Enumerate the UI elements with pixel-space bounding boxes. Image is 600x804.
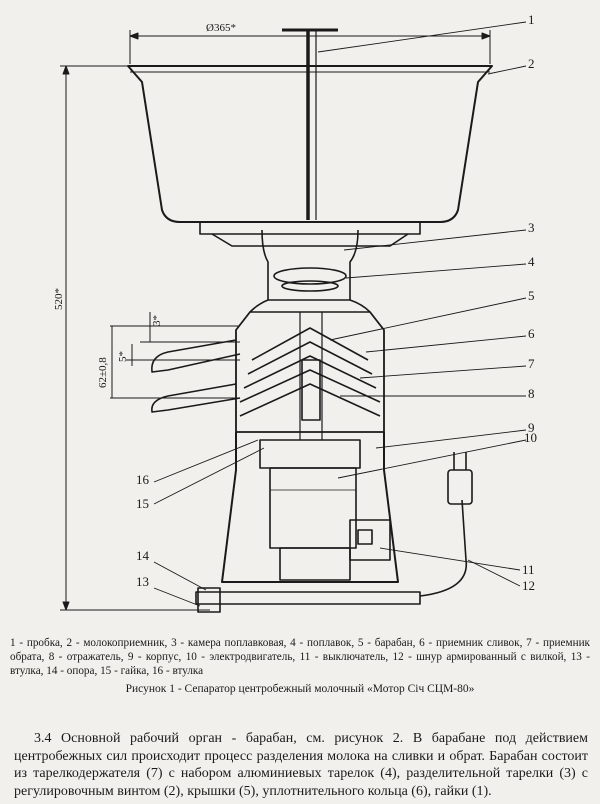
part-label-10: 10: [524, 430, 537, 445]
spouts: [151, 339, 241, 413]
milk-receiver-bowl: [127, 65, 493, 247]
separator-drawing: Ø365* 520* 3* 5* 62±0,8 1 2 3 4 5 6 7 8 …: [53, 12, 537, 613]
electric-motor: [259, 439, 361, 581]
power-cord: [419, 452, 473, 597]
diameter-label: Ø365*: [206, 22, 236, 34]
switch: [349, 519, 391, 561]
part-label-5: 5: [528, 288, 535, 303]
part-label-12: 12: [522, 578, 535, 593]
base: [195, 587, 421, 613]
housing: [221, 432, 399, 583]
float-chamber: [249, 229, 371, 313]
drum-assembly: [235, 311, 385, 440]
figure-title: Рисунок 1 - Сепаратор центробежный молоч…: [125, 683, 475, 695]
part-label-16: 16: [136, 472, 150, 487]
part-label-14: 14: [136, 548, 150, 563]
spacing-label: 62±0,8: [97, 357, 109, 388]
gap-top-label: 3*: [151, 315, 163, 326]
part-label-13: 13: [136, 574, 149, 589]
leader-lines: [153, 21, 527, 607]
figure-legend: 1 - пробка, 2 - молокоприемник, 3 - каме…: [10, 637, 590, 677]
part-label-3: 3: [528, 220, 535, 235]
part-label-1: 1: [528, 12, 535, 27]
height-dimension: [60, 65, 210, 611]
part-label-9: 9: [528, 420, 535, 435]
part-label-4: 4: [528, 254, 535, 269]
part-label-2: 2: [528, 56, 535, 71]
spout-dimensions: [110, 312, 240, 399]
body-paragraph: 3.4 Основной рабочий орган - барабан, см…: [14, 731, 588, 799]
gap-mid-label: 5*: [117, 351, 129, 362]
height-label: 520*: [53, 288, 65, 310]
plug-part: [282, 28, 338, 220]
part-label-6: 6: [528, 326, 535, 341]
part-label-7: 7: [528, 356, 535, 371]
part-label-11: 11: [522, 562, 535, 577]
part-label-8: 8: [528, 386, 535, 401]
part-label-15: 15: [136, 496, 149, 511]
